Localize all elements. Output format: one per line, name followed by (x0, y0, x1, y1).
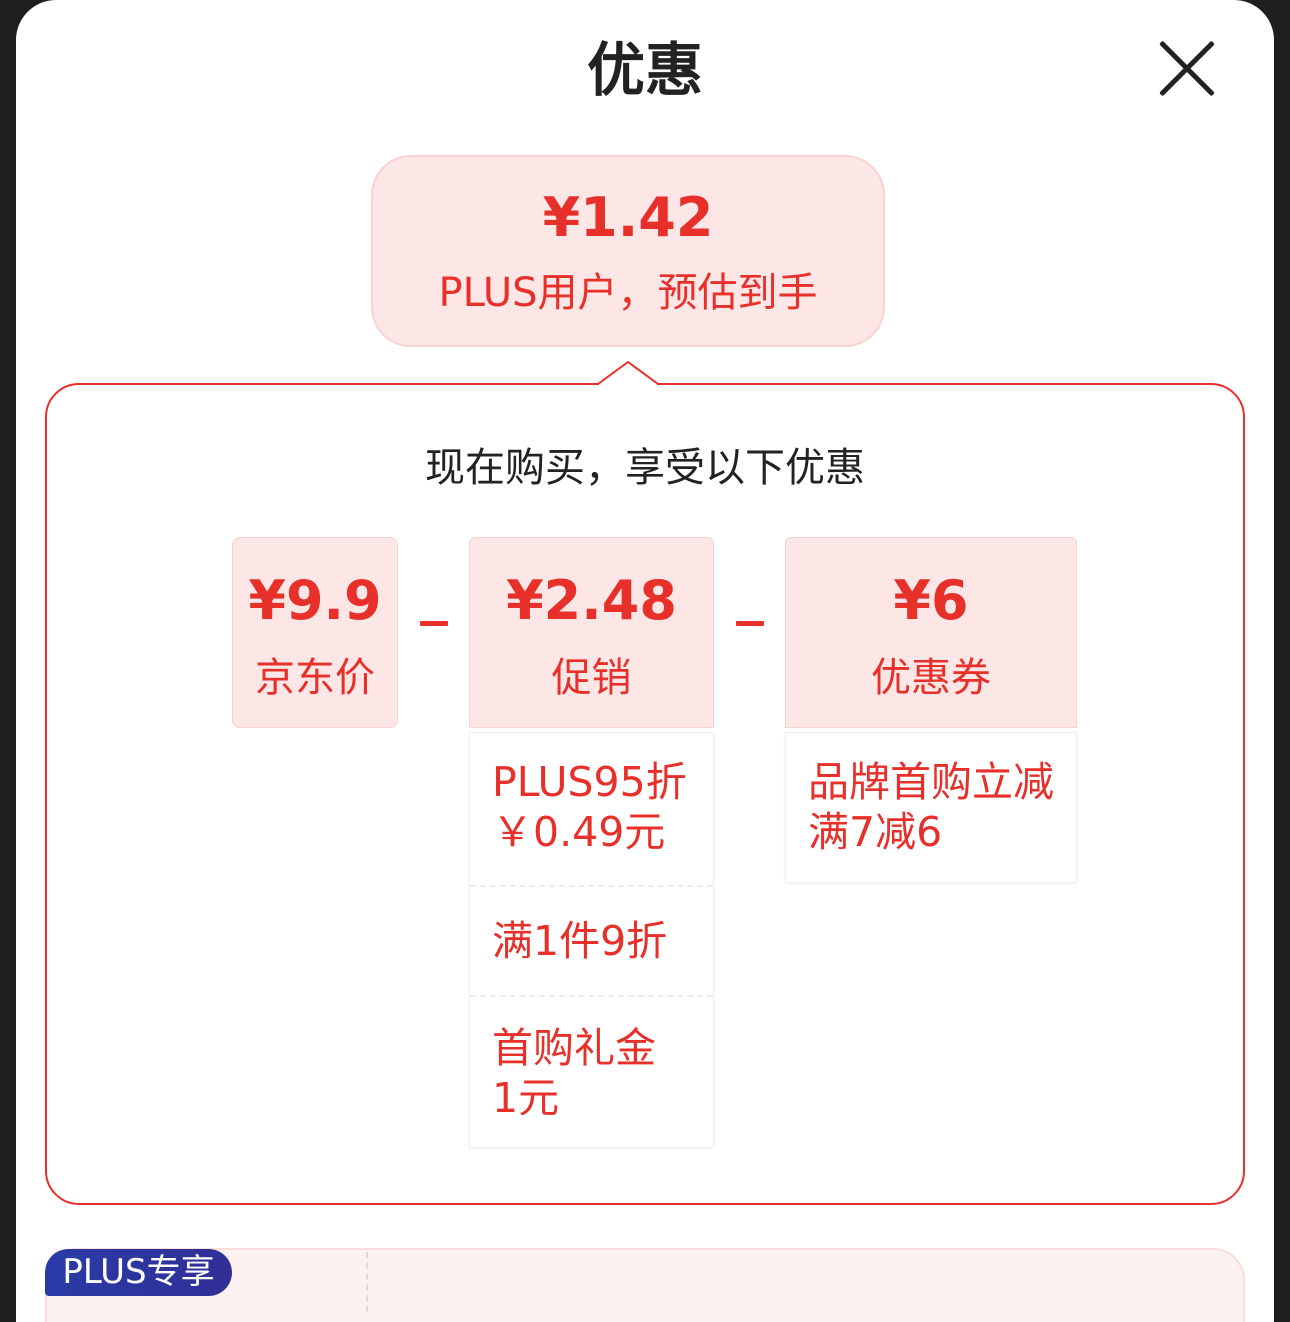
plus-exclusive-section[interactable] (45, 1248, 1245, 1322)
coupon-label: 优惠券 (871, 655, 991, 701)
estimated-price-label: PLUS用户，预估到手 (438, 270, 818, 316)
coupon-detail-item: 品牌首购立减 满7减6 (786, 757, 1076, 857)
coupon-box: ¥6 优惠券 (785, 537, 1077, 728)
detail-line: 满7减6 (808, 808, 943, 856)
detail-line: PLUS95折 (492, 758, 687, 806)
minus-icon (420, 621, 448, 626)
breakdown-heading: 现在购买，享受以下优惠 (425, 445, 865, 491)
estimated-price-box: ¥1.42 PLUS用户，预估到手 (371, 155, 885, 347)
promotion-box: ¥2.48 促销 (469, 537, 714, 728)
dashed-divider (470, 995, 713, 997)
close-icon[interactable] (1155, 36, 1219, 100)
promotion-details: PLUS95折 ￥0.49元 满1件9折 首购礼金 1元 (469, 732, 714, 1148)
detail-line: 品牌首购立减 (808, 758, 1054, 806)
detail-line: 满1件9折 (492, 917, 668, 965)
promotion-amount: ¥2.48 (506, 569, 677, 632)
coupon-amount: ¥6 (893, 569, 969, 632)
dashed-vertical-divider (366, 1252, 368, 1312)
detail-line: 首购礼金 (492, 1024, 656, 1072)
promotion-detail-item: 首购礼金 1元 (470, 1023, 713, 1123)
page-title: 优惠 (586, 36, 703, 104)
pointer-notch (597, 361, 659, 387)
jd-price-box: ¥9.9 京东价 (232, 537, 398, 728)
jd-price-amount: ¥9.9 (248, 569, 382, 632)
promotion-detail-item: 满1件9折 (470, 916, 713, 966)
detail-line: 1元 (492, 1074, 560, 1122)
jd-price-label: 京东价 (255, 655, 375, 701)
detail-line: ￥0.49元 (492, 808, 666, 856)
promotion-detail-item: PLUS95折 ￥0.49元 (470, 757, 713, 857)
minus-icon (736, 621, 764, 626)
coupon-details: 品牌首购立减 满7减6 (785, 732, 1077, 883)
plus-exclusive-badge: PLUS专享 (45, 1249, 232, 1296)
estimated-price: ¥1.42 (542, 186, 714, 249)
dashed-divider (470, 885, 713, 887)
promotion-label: 促销 (551, 655, 632, 701)
